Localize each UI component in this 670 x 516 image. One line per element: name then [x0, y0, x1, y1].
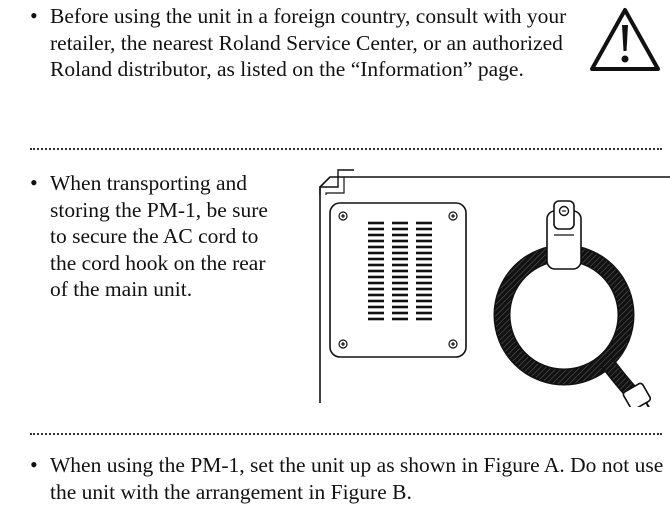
bullet-item-foreign-country: • Before using the unit in a foreign cou… [30, 3, 580, 83]
bullet-text: When using the PM-1, set the unit up as … [50, 453, 664, 504]
cord-hook-illustration [319, 169, 670, 407]
bullet-dot-icon: • [30, 452, 38, 477]
warning-triangle-icon [590, 8, 660, 71]
dotted-divider [30, 148, 662, 150]
bullet-text: Before using the unit in a foreign count… [50, 4, 567, 81]
bullet-dot-icon: • [30, 170, 38, 195]
bullet-text: When transporting and storing the PM-1, … [50, 171, 268, 301]
bullet-item-transport: • When transporting and storing the PM-1… [30, 170, 290, 303]
dotted-divider [30, 433, 662, 435]
bullet-item-setup: • When using the PM-1, set the unit up a… [30, 452, 670, 505]
bullet-dot-icon: • [30, 3, 38, 28]
